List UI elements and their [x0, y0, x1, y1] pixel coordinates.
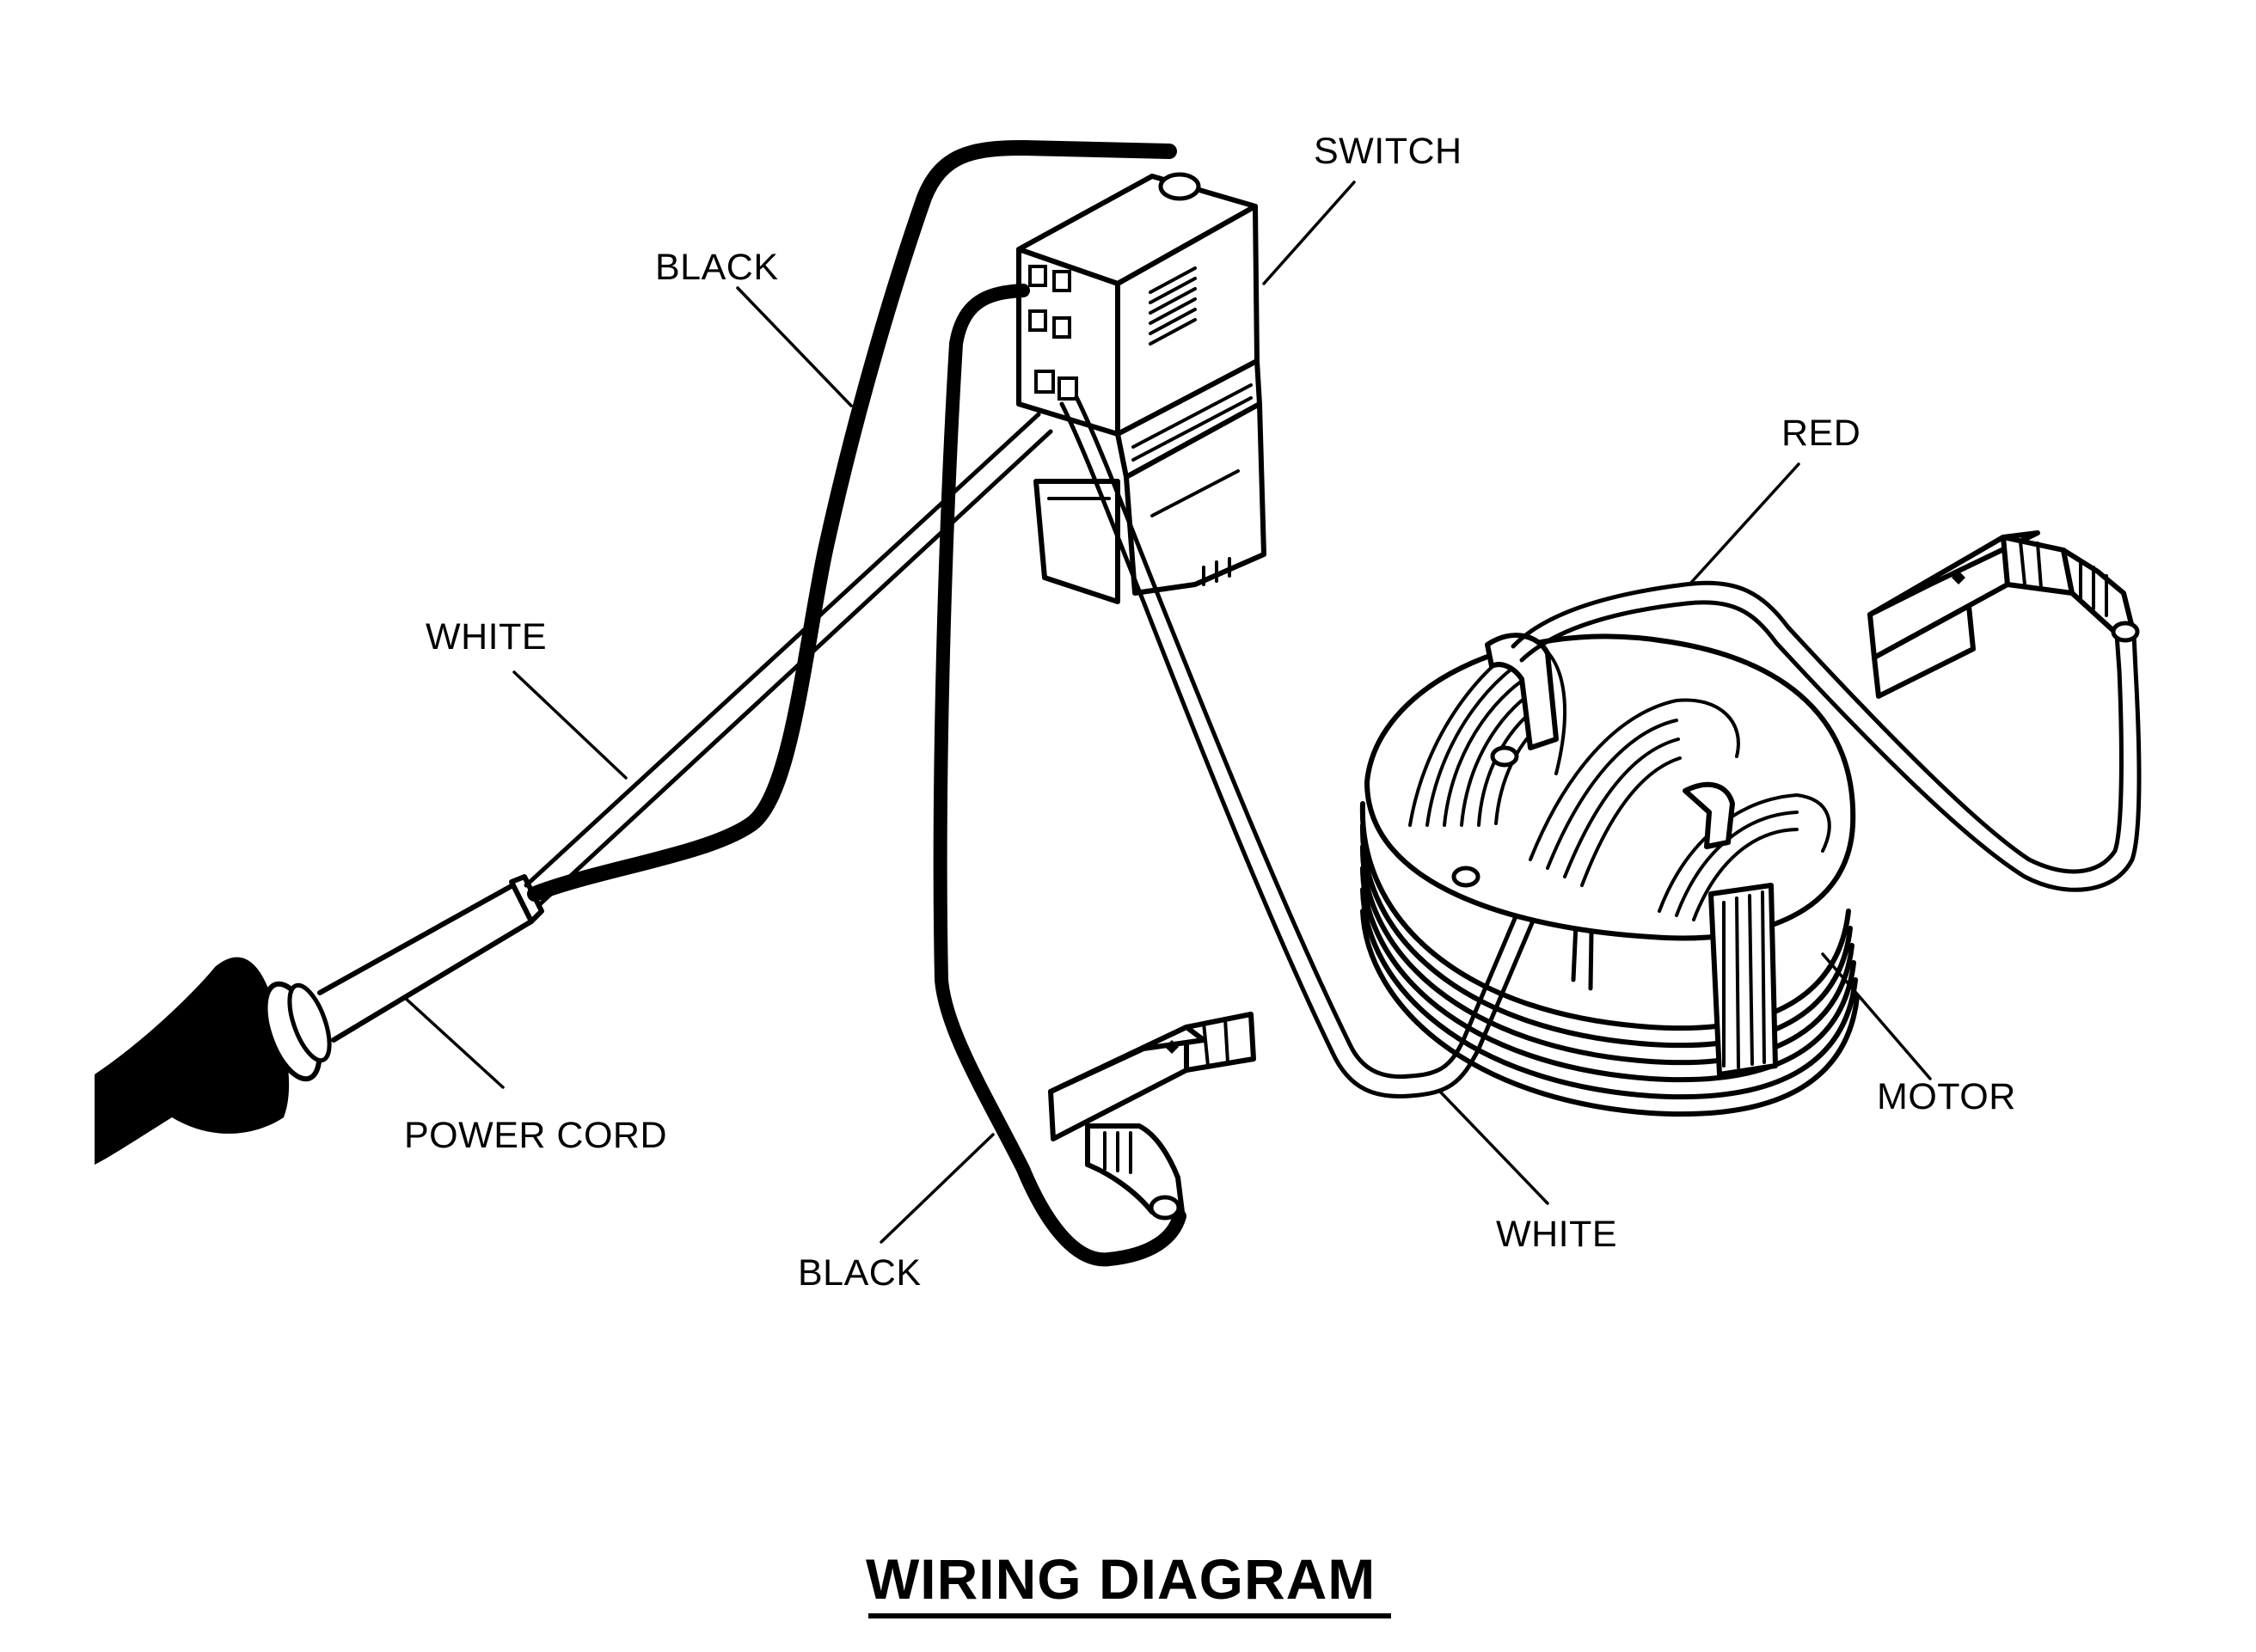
black-wire-cord-to-switch-top: [527, 140, 1177, 902]
black-wire-switch-to-connector: [933, 284, 1186, 1267]
leader-motor: [1821, 952, 1932, 1080]
leader-red: [1688, 462, 1800, 586]
red-wire: [1511, 580, 2142, 892]
leader-power-cord: [402, 995, 505, 1089]
leader-black-top: [736, 286, 853, 407]
white-wire-cord-to-switch: [524, 412, 1053, 907]
connector-red-right: [1867, 530, 2140, 699]
label-white-bottom: WHITE: [1496, 1214, 1617, 1255]
label-white-left: WHITE: [426, 616, 547, 658]
label-switch: SWITCH: [1314, 131, 1462, 172]
leader-white-bottom: [1438, 1090, 1549, 1205]
title-text: WIRING DIAGRAM: [866, 1547, 1376, 1611]
power-cord-assembly: [95, 874, 544, 1165]
cord-handle: [95, 957, 290, 1165]
label-power-cord: POWER CORD: [404, 1115, 667, 1156]
leader-black-bottom: [880, 1133, 995, 1244]
switch: [1016, 172, 1266, 604]
label-red: RED: [1781, 413, 1861, 454]
connector-black-lower: [1048, 1012, 1256, 1221]
leader-white-left: [512, 670, 628, 780]
label-motor: MOTOR: [1877, 1076, 2016, 1117]
leader-switch: [1262, 180, 1356, 285]
motor-windings: [1408, 639, 1831, 921]
leader-lines: [402, 180, 1932, 1244]
switch-vent: [1149, 266, 1197, 346]
switch-terminals: [1028, 265, 1078, 401]
motor: [1359, 633, 1860, 1117]
diagram-title: WIRING DIAGRAM: [866, 1547, 1391, 1618]
labels: SWITCH BLACK WHITE RED POWER CORD BLACK …: [404, 131, 2016, 1294]
label-black-top: BLACK: [655, 247, 779, 288]
label-black-bottom: BLACK: [798, 1252, 922, 1294]
